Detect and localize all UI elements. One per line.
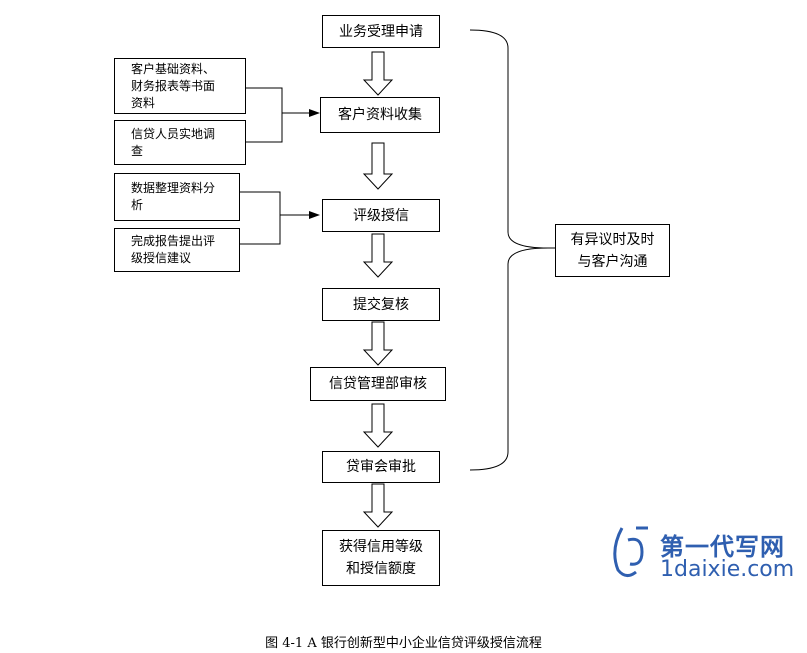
figure-caption: 图 4-1 A 银行创新型中小企业信贷评级授信流程: [265, 636, 542, 651]
input-client-documents: 客户基础资料、 财务报表等书面 资料: [114, 58, 246, 114]
connector-side-1: [246, 87, 283, 113]
step-credit-dept-review: 信贷管理部审核: [310, 367, 446, 401]
input-data-analysis: 数据整理资料分 析: [114, 173, 240, 221]
watermark-chinese: 第一代写网: [660, 533, 785, 561]
arrow-4: [362, 321, 394, 366]
watermark-logo-icon: [613, 526, 648, 577]
step-submit-review: 提交复核: [322, 288, 440, 321]
arrow-3: [362, 233, 394, 278]
feedback-brace: [469, 29, 549, 471]
step-business-application: 业务受理申请: [322, 15, 440, 48]
step-rating-credit: 评级授信: [322, 199, 440, 232]
input-field-survey: 信贷人员实地调 查: [114, 120, 246, 165]
arrow-5: [362, 403, 394, 448]
arrow-6: [362, 483, 394, 528]
input-report-suggestion: 完成报告提出评 级授信建议: [114, 228, 240, 272]
step-loan-committee-approval: 贷审会审批: [322, 451, 440, 483]
connector-arrowhead-1: [309, 109, 320, 117]
arrow-2: [362, 142, 394, 190]
step-client-data-collection: 客户资料收集: [320, 97, 440, 133]
step-obtain-credit-rating: 获得信用等级 和授信额度: [322, 530, 440, 586]
connector-side-4: [240, 215, 281, 245]
feedback-communicate-client: 有异议时及时 与客户沟通: [555, 224, 670, 277]
connector-arrowhead-2: [309, 211, 320, 219]
arrow-1: [362, 51, 394, 96]
connector-side-2: [246, 113, 283, 143]
watermark-url: 1daixie.com: [660, 557, 795, 582]
connector-side-3: [240, 191, 281, 215]
